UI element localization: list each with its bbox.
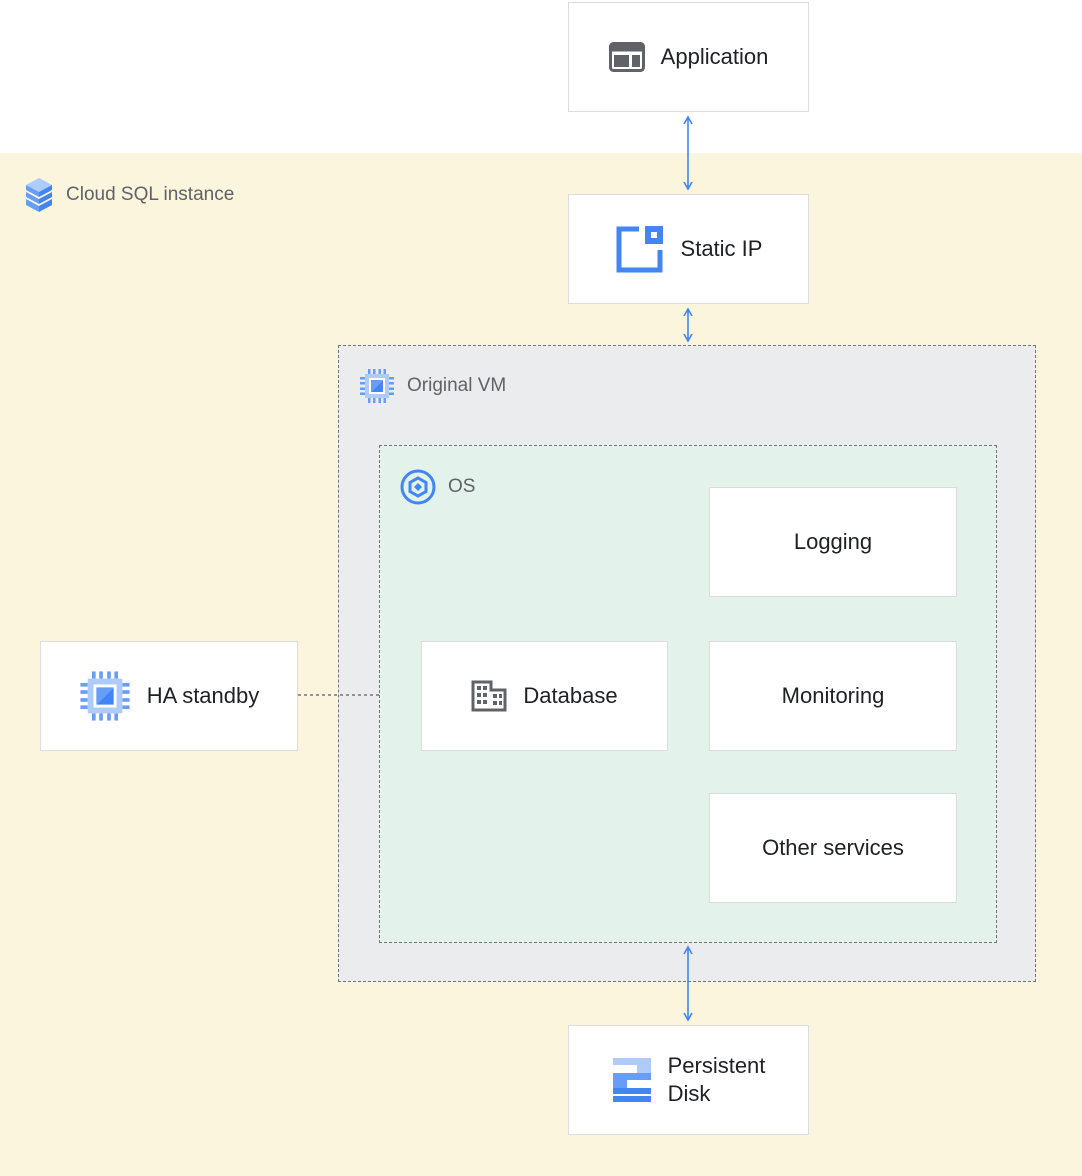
persistent-disk-icon — [612, 1058, 651, 1102]
os-text: OS — [448, 476, 476, 497]
database-label: Database — [523, 683, 618, 708]
compute-chip-icon — [360, 369, 394, 403]
cloud-sql-icon — [26, 178, 52, 212]
static-ip-icon — [616, 226, 663, 273]
os-icon — [400, 469, 436, 505]
logging-label: Logging — [793, 529, 873, 554]
persistent-disk-label-line2: Disk — [667, 1081, 711, 1106]
monitoring-label: Monitoring — [781, 683, 885, 708]
original-vm-label: Original VM — [359, 368, 506, 404]
cloud-sql-instance-label: Cloud SQL instance — [24, 177, 234, 213]
cloud-sql-instance-text: Cloud SQL instance — [66, 184, 235, 205]
original-vm-text: Original VM — [407, 375, 507, 396]
persistent-disk-label: Persistent Disk — [668, 1052, 766, 1108]
other-services-label: Other services — [762, 835, 904, 860]
monitoring-node: Monitoring — [709, 641, 957, 751]
static-ip-label: Static IP — [680, 236, 763, 261]
compute-chip-icon — [80, 671, 130, 721]
database-building-icon — [471, 680, 507, 712]
logging-node: Logging — [709, 487, 957, 597]
static-ip-node: Static IP — [568, 194, 809, 304]
os-label: OS — [400, 469, 475, 505]
application-label: Application — [660, 44, 769, 69]
application-node: Application — [568, 2, 809, 112]
database-node: Database — [421, 641, 668, 751]
application-window-icon — [608, 42, 645, 72]
ha-standby-node: HA standby — [40, 641, 298, 751]
ha-standby-label: HA standby — [146, 683, 260, 708]
persistent-disk-label-line1: Persistent — [667, 1053, 766, 1078]
other-services-node: Other services — [709, 793, 957, 903]
persistent-disk-node: Persistent Disk — [568, 1025, 809, 1135]
